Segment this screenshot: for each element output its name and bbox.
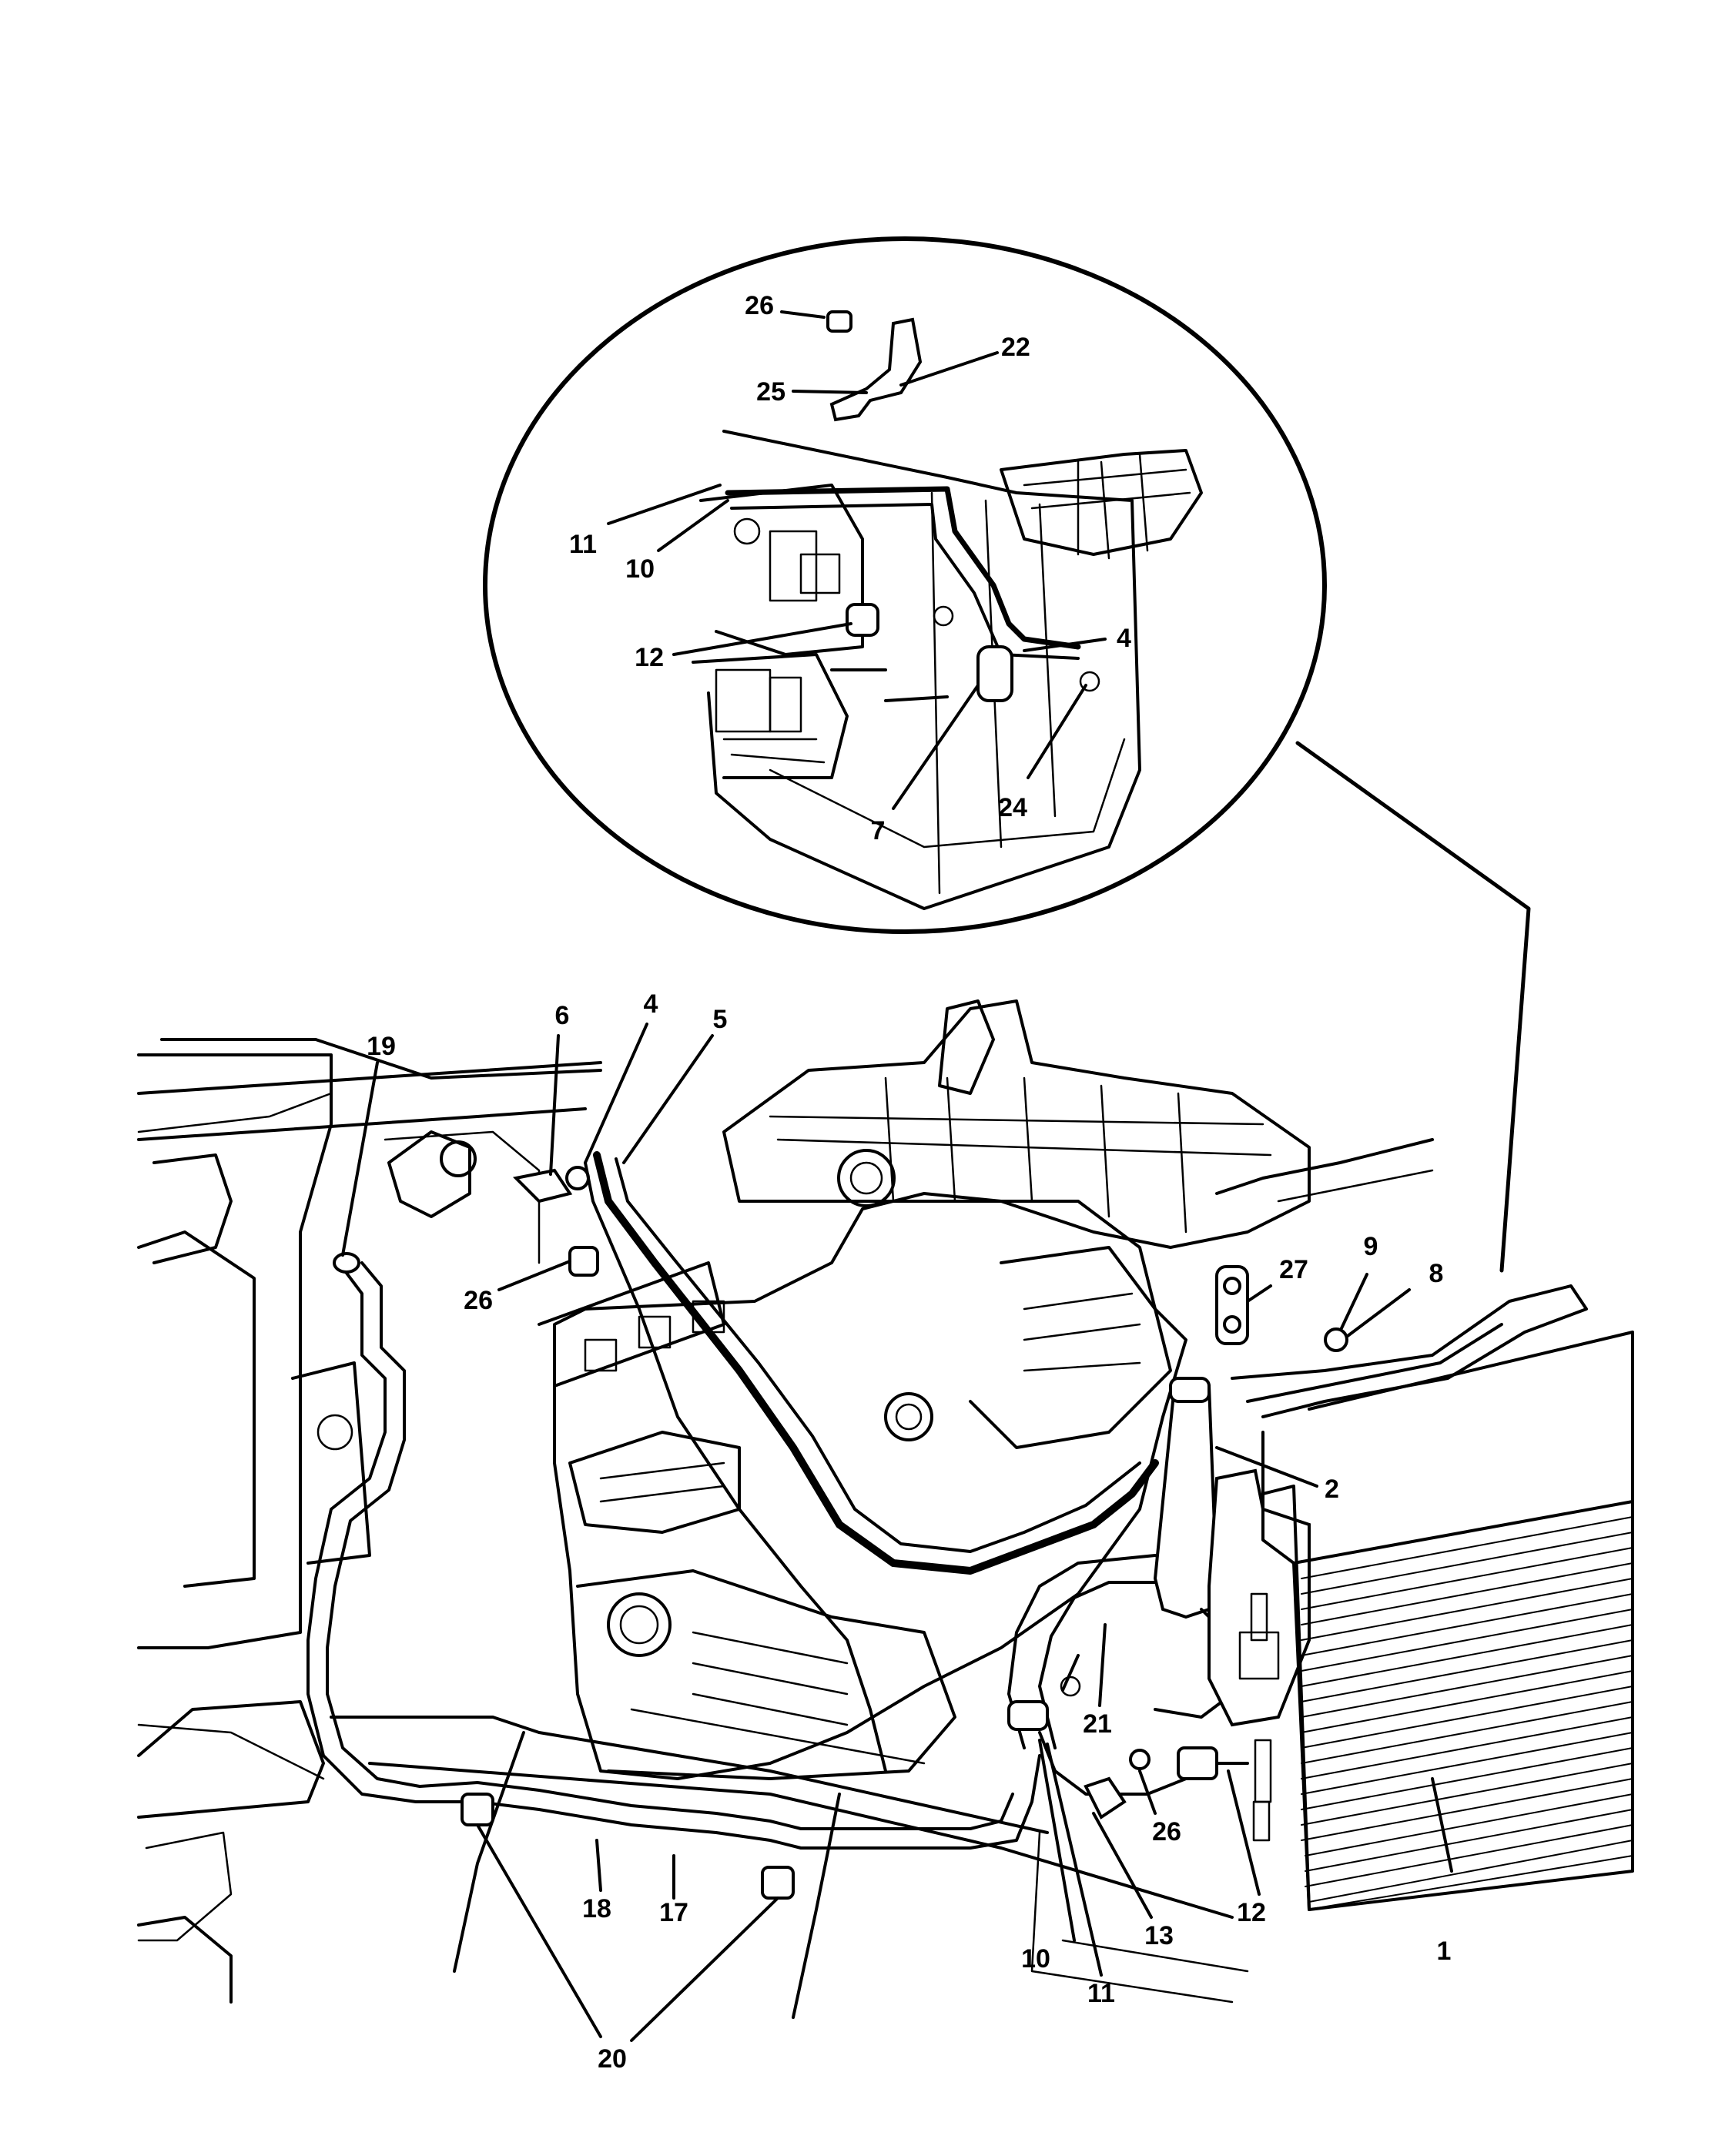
callout-8: 8 [1429,1259,1444,1288]
callout-4: 4 [644,989,658,1019]
detail-inset [483,236,1327,934]
inset-callout-25: 25 [756,377,785,407]
discharge-line [306,1261,1041,1850]
ac-lines [306,1151,1348,1900]
condenser-fins [1301,1516,1633,1909]
callout-10: 10 [1021,1944,1050,1974]
callout-5: 5 [713,1005,728,1034]
condenser-assembly [1060,1284,1634,1911]
callout-1: 1 [1437,1937,1452,1966]
inset-callout-7: 7 [871,816,886,845]
inset-callout-10: 10 [625,554,655,584]
leader-lines [341,310,1453,2042]
callout-12: 12 [1237,1898,1266,1927]
callout-13: 13 [1144,1921,1174,1950]
inset-callout-11: 11 [569,530,597,559]
callout-labels: 26 22 25 11 10 12 4 24 7 19 6 4 5 26 27 … [367,291,1451,2074]
inset-connector-line [1295,741,1531,1273]
inset-callout-26: 24 [998,793,1027,822]
callout-2: 2 [1325,1475,1339,1504]
callout-20: 21 [1083,1709,1112,1739]
inset-callout-4: 4 [1117,624,1131,653]
receiver-drier [1153,1380,1219,1619]
callout-26-lower: 26 [1152,1817,1181,1846]
inset-callout-12: 12 [635,643,664,672]
callout-18: 18 [582,1894,611,1923]
callout-19: 19 [367,1032,396,1061]
callout-21: 20 [598,2044,627,2074]
callout-27: 27 [1279,1255,1308,1284]
suction-hose [593,1151,1159,1575]
callout-6: 6 [555,1001,570,1030]
inset-callout-22: 22 [1001,333,1030,362]
callout-26-upper: 26 [464,1286,493,1315]
liquid-line [584,1161,887,1773]
callout-11: 11 [1087,1979,1115,2008]
inset-callout-24: 26 [745,291,774,320]
callout-17: 17 [659,1898,688,1927]
callout-9: 9 [1364,1232,1378,1261]
inset-ellipse [483,236,1327,934]
inset-engine-detail [692,310,1203,910]
